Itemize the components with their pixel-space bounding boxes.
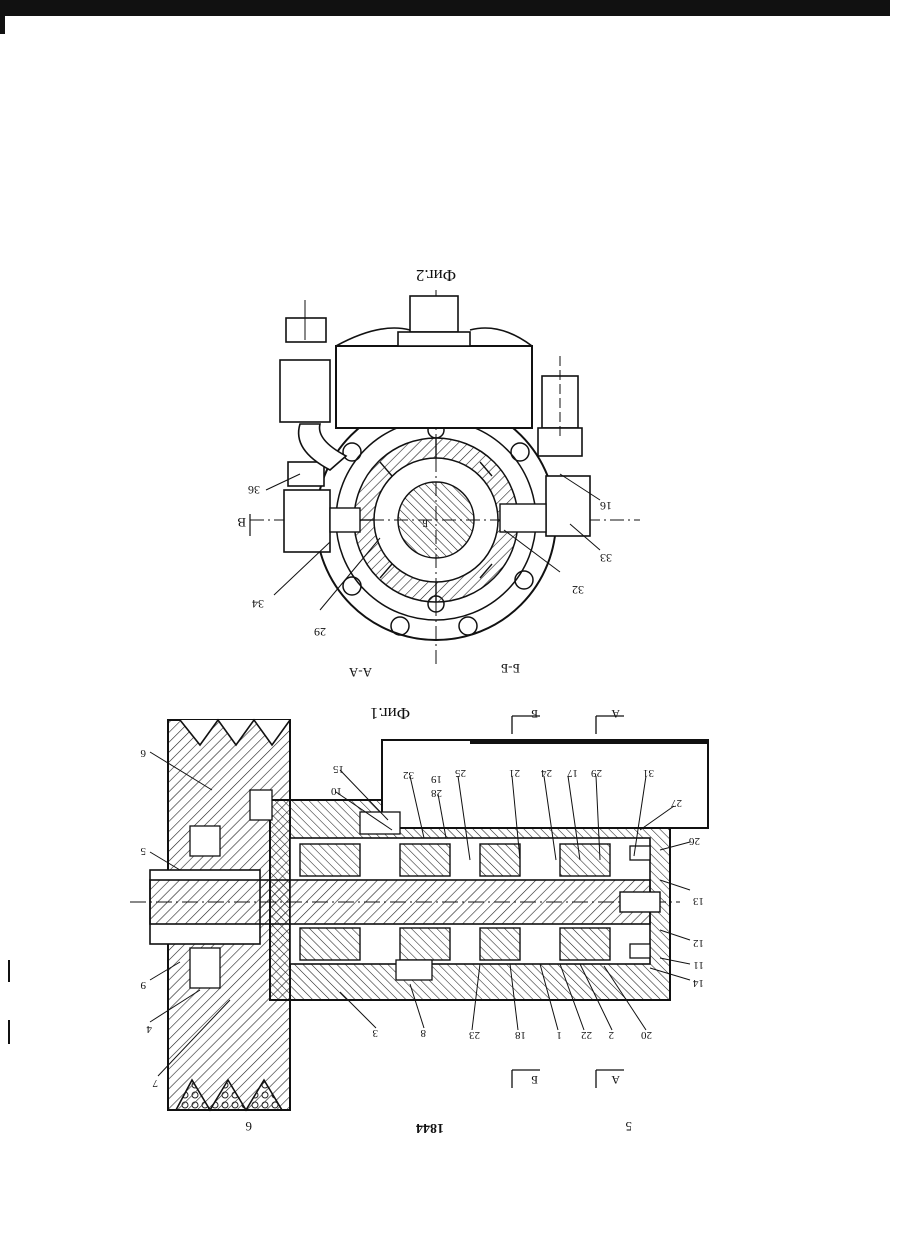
fig2-callout-16: 16	[600, 499, 612, 513]
fig2-section-bb: Б-Б	[501, 661, 520, 676]
fig1-callout-1: 1	[557, 1029, 563, 1041]
fig2-caption: Фиг.2	[416, 266, 456, 285]
fig1-section-mark-a-top: А	[611, 707, 620, 721]
fig2-callout-32: 33	[600, 551, 612, 565]
fig1-callout-28: 28	[431, 787, 443, 799]
page-number-left: 6	[245, 1119, 252, 1134]
fig2-callout-29: 29	[314, 625, 326, 639]
figure-2: Фиг.2	[237, 266, 640, 680]
fig1-callout-14: 14	[693, 977, 705, 989]
fig1-callout-27: 27	[671, 797, 683, 809]
fig1-section-mark-a-bottom: А	[611, 1073, 620, 1087]
patent-number: 1844	[416, 1120, 444, 1135]
fig1-callout-15: 15	[333, 763, 345, 775]
fig1-callout-11: 11	[693, 959, 704, 971]
fig1-callout-24: 24	[541, 767, 553, 779]
fig1-callout-19: 18	[515, 1029, 527, 1041]
fig1-callout-3: 3	[372, 1027, 378, 1039]
fig1-callout-5: 5	[140, 845, 146, 857]
fig1-callout-10: 10	[331, 785, 343, 797]
fig1-callout-7: 7	[152, 1077, 158, 1089]
page-number-right: 5	[626, 1119, 633, 1134]
figure-1: Фиг.1	[130, 704, 708, 1110]
fig1-callout-13: 13	[693, 895, 705, 907]
fig1-callout-8: 8	[420, 1027, 426, 1039]
fig1-callout-21: 22	[581, 1029, 592, 1041]
fig1-callout-18: 19	[431, 773, 443, 785]
fig1-callout-23: 23	[469, 1029, 481, 1041]
fig1-callout-12: 12	[693, 937, 704, 949]
fig1-callout-26: 26	[689, 835, 701, 847]
fig1-callout-9: 9	[140, 979, 146, 991]
fig1-callout-30: 31	[643, 767, 654, 779]
fig2-section-aa: А-А	[348, 665, 372, 680]
fig1-callout-20: 21	[509, 767, 520, 779]
fig2-callout-33: 32	[572, 583, 584, 597]
fig1-callout-22: 20	[641, 1029, 653, 1041]
fig1-section-mark-b-bottom: Б	[531, 1073, 538, 1087]
fig2-inner-label-b: Б	[422, 517, 428, 528]
fig2-callout-34: 34	[252, 597, 264, 611]
fig1-callout-6: 6	[140, 747, 146, 759]
fig1-caption: Фиг.1	[370, 704, 410, 723]
fig1-callout-29: 29	[591, 767, 603, 779]
fig2-section-mark: В	[237, 515, 246, 530]
fig2-callout-36: 36	[248, 483, 260, 497]
fig1-section-mark-b-top: Б	[531, 707, 538, 721]
fig1-callout-31: 32	[403, 769, 414, 781]
fig1-callout-25: 25	[455, 767, 467, 779]
fig1-callout-4: 4	[146, 1023, 152, 1035]
fig1-callout-17: 17	[567, 767, 579, 779]
fig1-callout-2: 2	[609, 1029, 615, 1041]
